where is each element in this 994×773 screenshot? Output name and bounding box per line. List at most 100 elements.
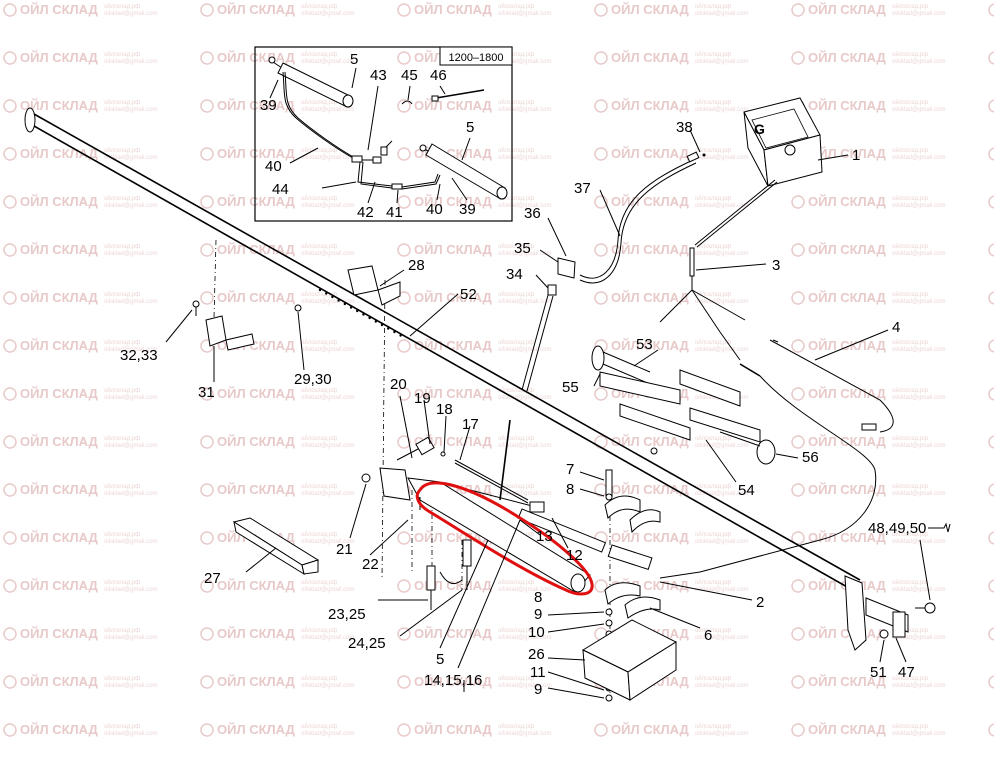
watermark-brand: ОЙЛ СКЛАД [217, 98, 296, 113]
watermark-email: oilsklad@gmail.com [695, 443, 748, 449]
watermark-logo-icon [988, 675, 994, 689]
control-box: G [694, 97, 823, 248]
watermark-brand: ОЙЛ СКЛАД [414, 578, 493, 593]
watermark-logo-icon [988, 195, 994, 209]
inset-callout: 43 [370, 67, 387, 84]
watermark-brand: ОЙЛ СКЛАД [20, 386, 99, 401]
box-logo: G [754, 121, 765, 137]
watermark-brand: ОЙЛ СКЛАД [808, 434, 887, 449]
watermark-email: oilsklad@gmail.com [104, 347, 157, 353]
watermark-logo-icon [594, 243, 608, 257]
watermark-brand: ОЙЛ СКЛАД [20, 338, 99, 353]
watermark-site: ойлсклад.рф [695, 483, 731, 490]
watermark-logo-icon [594, 195, 608, 209]
watermark-email: oilsklad@gmail.com [498, 203, 551, 209]
callout-13: 13 [536, 528, 553, 545]
watermark-brand: ОЙЛ СКЛАД [20, 482, 99, 497]
watermark-brand: ОЙЛ СКЛАД [808, 482, 887, 497]
watermark-brand: ОЙЛ СКЛАД [808, 242, 887, 257]
watermark-site: ойлсклад.рф [301, 531, 337, 538]
watermark-logo-icon [397, 99, 411, 113]
watermark-site: ойлсклад.рф [498, 3, 534, 10]
rod-adjustment-hole [337, 299, 340, 302]
watermark-site: ойлсклад.рф [104, 627, 140, 634]
bracket-28 [347, 265, 401, 306]
callout-labels: 1 2 3 4 5 6 7 8 8 9 10 26 11 9 12 13 14,… [120, 119, 926, 698]
watermark-brand: ОЙЛ СКЛАД [20, 98, 99, 113]
watermark-logo-icon [200, 387, 214, 401]
clamp-set [604, 469, 661, 702]
inset-callout: 40 [265, 158, 282, 175]
inset-cylinder-bottom [419, 143, 508, 200]
watermark-brand: ОЙЛ СКЛАД [414, 98, 493, 113]
leader-lines [165, 129, 951, 699]
watermark-site: ойлсклад.рф [301, 627, 337, 634]
watermark-site: ойлсклад.рф [695, 243, 731, 250]
watermark-email: oilsklad@gmail.com [892, 155, 945, 161]
watermark-logo-icon [3, 51, 17, 65]
watermark-email: oilsklad@gmail.com [498, 155, 551, 161]
callout-37: 37 [574, 180, 591, 197]
watermark-logo-icon [200, 435, 214, 449]
callout-48-49-50: 48,49,50 [868, 520, 926, 537]
watermark-site: ойлсклад.рф [104, 339, 140, 346]
inset-callout: 41 [386, 204, 403, 221]
callout-8: 8 [566, 481, 574, 498]
watermark-site: ойлсклад.рф [104, 579, 140, 586]
watermark-email: oilsklad@gmail.com [498, 347, 551, 353]
callout-24-25: 24,25 [348, 635, 386, 652]
watermark-brand: ОЙЛ СКЛАД [611, 98, 690, 113]
watermark-logo-icon [3, 3, 17, 17]
watermark-site: ойлсклад.рф [301, 675, 337, 682]
watermark-logo-icon [200, 147, 214, 161]
watermark-email: oilsklad@gmail.com [104, 443, 157, 449]
watermark-email: oilsklad@gmail.com [498, 683, 551, 689]
rod-adjustment-hole [380, 323, 384, 327]
watermark-site: ойлсклад.рф [301, 147, 337, 154]
inset-callout: 39 [459, 201, 476, 218]
inset-callout: 46 [430, 67, 447, 84]
watermark-brand: ОЙЛ СКЛАД [20, 530, 99, 545]
watermark-site: ойлсклад.рф [695, 147, 731, 154]
watermark-logo-icon [988, 483, 994, 497]
watermark-brand: ОЙЛ СКЛАД [808, 722, 887, 737]
watermark-site: ойлсклад.рф [301, 579, 337, 586]
watermark-site: ойлсклад.рф [498, 51, 534, 58]
watermark-email: oilsklad@gmail.com [498, 443, 551, 449]
watermark-email: oilsklad@gmail.com [892, 203, 945, 209]
watermark-brand: ОЙЛ СКЛАД [611, 194, 690, 209]
watermark-site: ойлсклад.рф [892, 435, 928, 442]
callout-18: 18 [436, 401, 453, 418]
watermark-email: oilsklad@gmail.com [892, 443, 945, 449]
watermark-logo-icon [3, 387, 17, 401]
watermark-site: ойлсклад.рф [104, 3, 140, 10]
watermark-site: ойлсклад.рф [498, 723, 534, 730]
watermark-logo-icon [988, 243, 994, 257]
watermark-brand: ОЙЛ СКЛАД [414, 722, 493, 737]
watermark-site: ойлсклад.рф [892, 99, 928, 106]
watermark-brand: ОЙЛ СКЛАД [217, 194, 296, 209]
callout-32-33: 32,33 [120, 347, 158, 364]
watermark-logo-icon [791, 723, 805, 737]
watermark-email: oilsklad@gmail.com [892, 11, 945, 17]
watermark-brand: ОЙЛ СКЛАД [217, 386, 296, 401]
inset-cylinder-top [268, 56, 354, 108]
watermark-brand: ОЙЛ СКЛАД [20, 2, 99, 17]
watermark-brand: ОЙЛ СКЛАД [611, 146, 690, 161]
watermark-logo-icon [3, 531, 17, 545]
watermark-email: oilsklad@gmail.com [892, 395, 945, 401]
watermark-brand: ОЙЛ СКЛАД [808, 146, 887, 161]
watermark-brand: ОЙЛ СКЛАД [217, 2, 296, 17]
watermark-logo-icon [200, 3, 214, 17]
watermark-logo-icon [397, 675, 411, 689]
watermark-logo-icon [200, 51, 214, 65]
watermark-email: oilsklad@gmail.com [695, 203, 748, 209]
watermark-brand: ОЙЛ СКЛАД [414, 194, 493, 209]
watermark-email: oilsklad@gmail.com [104, 731, 157, 737]
watermark-email: oilsklad@gmail.com [695, 11, 748, 17]
watermark-email: oilsklad@gmail.com [104, 539, 157, 545]
watermark-logo-icon [791, 435, 805, 449]
watermark-logo-icon [200, 99, 214, 113]
watermark-email: oilsklad@gmail.com [498, 635, 551, 641]
